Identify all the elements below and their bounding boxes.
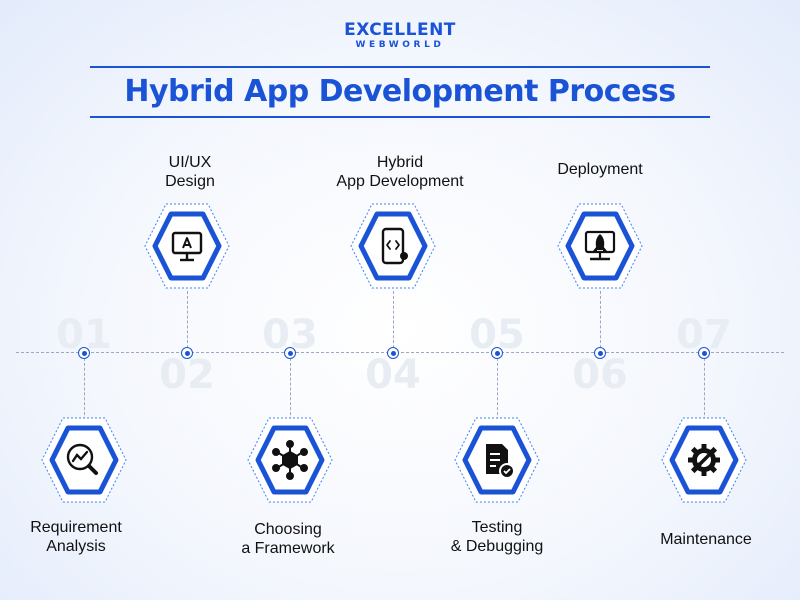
step-connector (187, 291, 188, 353)
step-label: Hybrid App Development (336, 154, 464, 190)
step-hexagon (552, 198, 648, 294)
timeline-axis (16, 352, 784, 353)
timeline-dot (78, 347, 90, 359)
step-hexagon (345, 198, 441, 294)
rocket-icon (584, 230, 616, 261)
step-label: Deployment (557, 161, 643, 178)
timeline-dot (491, 347, 503, 359)
timeline-dot (387, 347, 399, 359)
design-monitor-icon (171, 231, 203, 262)
step-hexagon (139, 198, 235, 294)
step-connector (704, 353, 705, 420)
timeline-dot (698, 347, 710, 359)
step-number: 06 (572, 352, 628, 398)
step-label: Requirement Analysis (30, 519, 122, 555)
step-number: 04 (365, 352, 421, 398)
step-hexagon (449, 412, 545, 508)
step-hexagon (36, 412, 132, 508)
timeline-dot (284, 347, 296, 359)
step-hexagon (656, 412, 752, 508)
mobile-code-icon (381, 227, 408, 265)
step-label: UI/UX Design (165, 154, 215, 190)
title-rule-top (90, 66, 710, 68)
step-connector (393, 291, 394, 353)
step-connector (497, 353, 498, 420)
step-connector (84, 353, 85, 420)
step-label: Testing & Debugging (450, 519, 544, 555)
title-rule-bottom (90, 116, 710, 118)
step-label: Maintenance (660, 531, 752, 548)
document-check-icon (486, 444, 515, 479)
framework-network-icon (272, 440, 308, 480)
page-title: Hybrid App Development Process (124, 74, 676, 109)
analysis-magnifier-icon (66, 443, 98, 475)
step-connector (600, 291, 601, 353)
step-hexagon (242, 412, 338, 508)
brand-logo: EXCELLENT WEBWORLD (0, 21, 800, 51)
gear-wrench-icon (688, 444, 720, 476)
step-label: Choosing a Framework (241, 521, 335, 557)
logo-wordmark-top: EXCELLENT (344, 20, 456, 40)
step-connector (290, 353, 291, 420)
step-number: 02 (159, 352, 215, 398)
timeline-dot (594, 347, 606, 359)
timeline-dot (181, 347, 193, 359)
logo-wordmark-bottom: WEBWORLD (355, 40, 445, 50)
